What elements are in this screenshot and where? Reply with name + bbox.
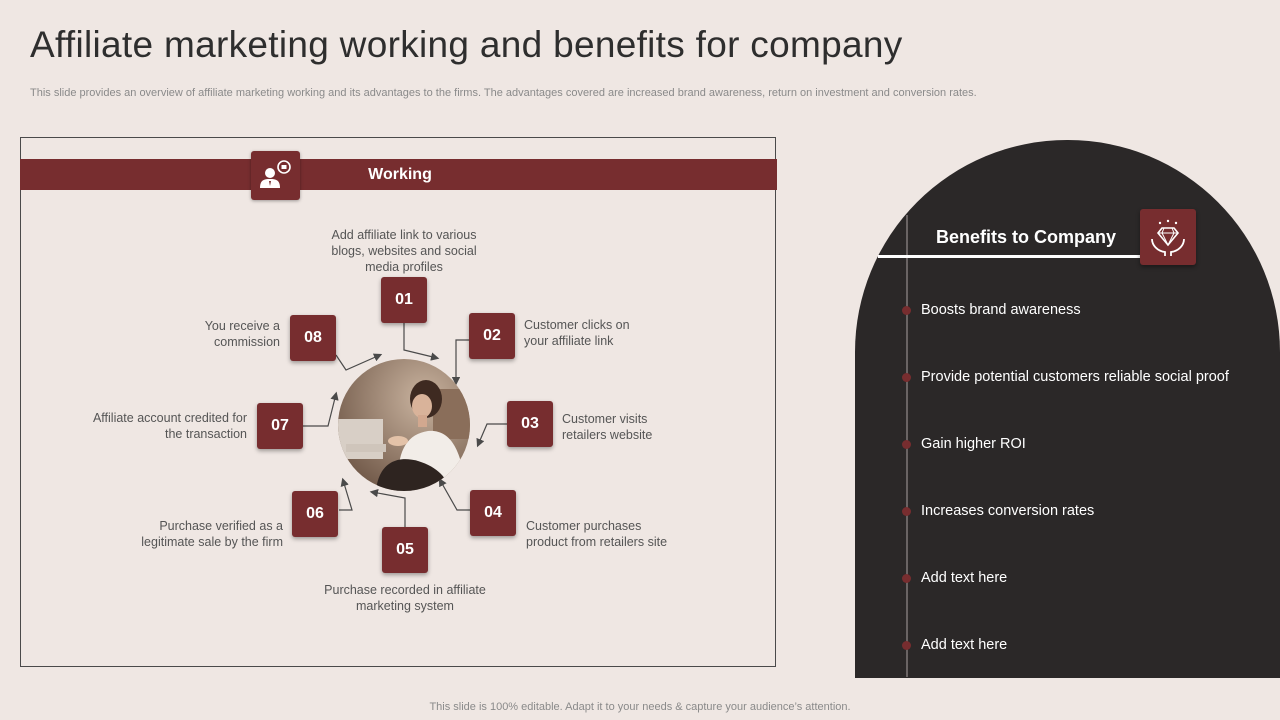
diamond-in-hands-icon xyxy=(1140,209,1196,265)
benefit-bullet xyxy=(902,306,911,315)
benefit-bullet xyxy=(902,373,911,382)
benefit-bullet xyxy=(902,507,911,516)
step-04-text: Customer purchases product from retailer… xyxy=(526,519,668,549)
benefits-panel xyxy=(855,140,1280,678)
slide-title: Affiliate marketing working and benefits… xyxy=(30,24,903,65)
benefit-bullet xyxy=(902,440,911,449)
step-06-text: Purchase verified as a legitimate sale b… xyxy=(141,519,283,549)
step-06-badge: 06 xyxy=(292,491,338,537)
benefits-title: Benefits to Company xyxy=(936,227,1117,247)
benefit-item: Increases conversion rates xyxy=(921,503,1095,519)
step-01-badge: 01 xyxy=(381,277,427,323)
benefit-item: Provide potential customers reliable soc… xyxy=(921,369,1229,385)
step-02-badge: 02 xyxy=(469,313,515,359)
footer-note: This slide is 100% editable. Adapt it to… xyxy=(429,701,851,713)
benefit-item: Add text here xyxy=(921,570,1008,586)
benefit-bullet xyxy=(902,641,911,650)
step-07-badge: 07 xyxy=(257,403,303,449)
working-panel xyxy=(20,137,776,667)
benefits-title-underline xyxy=(878,255,1140,258)
step-03-text: Customer visits retailers website xyxy=(562,412,653,442)
user-chat-icon xyxy=(251,151,300,200)
slide-subtitle: This slide provides an overview of affil… xyxy=(30,87,977,99)
step-08-text: You receive a commission xyxy=(204,319,280,349)
step-05-badge: 05 xyxy=(382,527,428,573)
benefit-bullet xyxy=(902,574,911,583)
step-04-badge: 04 xyxy=(470,490,516,536)
step-01-text: Add affiliate link to various blogs, web… xyxy=(331,228,477,274)
benefit-item: Boosts brand awareness xyxy=(921,302,1081,318)
benefit-item: Add text here xyxy=(921,637,1008,653)
step-07-text: Affiliate account credited for the trans… xyxy=(92,411,247,441)
working-header-bar xyxy=(20,159,777,190)
step-02-text: Customer clicks on your affiliate link xyxy=(524,318,630,348)
step-08-badge: 08 xyxy=(290,315,336,361)
working-title: Working xyxy=(368,166,432,183)
benefit-item: Gain higher ROI xyxy=(921,436,1026,452)
step-03-badge: 03 xyxy=(507,401,553,447)
woman-working-photo xyxy=(338,359,470,491)
step-05-text: Purchase recorded in affiliate marketing… xyxy=(324,583,486,613)
